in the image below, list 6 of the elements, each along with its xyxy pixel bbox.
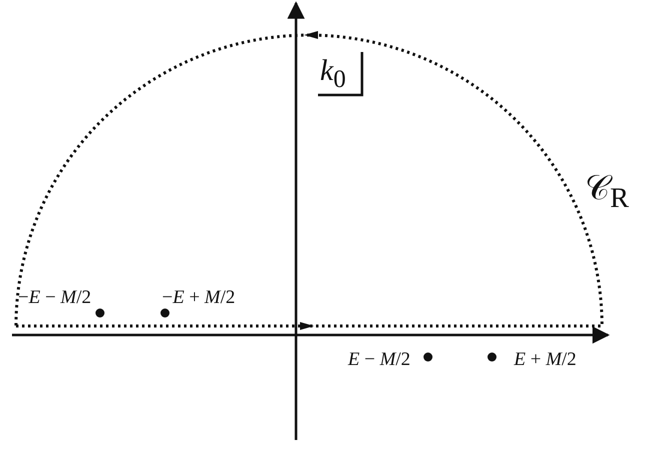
- pole-label: −E + M/2: [162, 288, 236, 307]
- pole-label: E + M/2: [514, 350, 576, 369]
- contour-label: 𝒞$_{R}$: [585, 172, 629, 214]
- axis-label: k$_{0}$: [320, 56, 346, 92]
- pole-label: −E − M/2: [18, 288, 92, 307]
- pole-label: E − M/2: [348, 350, 410, 369]
